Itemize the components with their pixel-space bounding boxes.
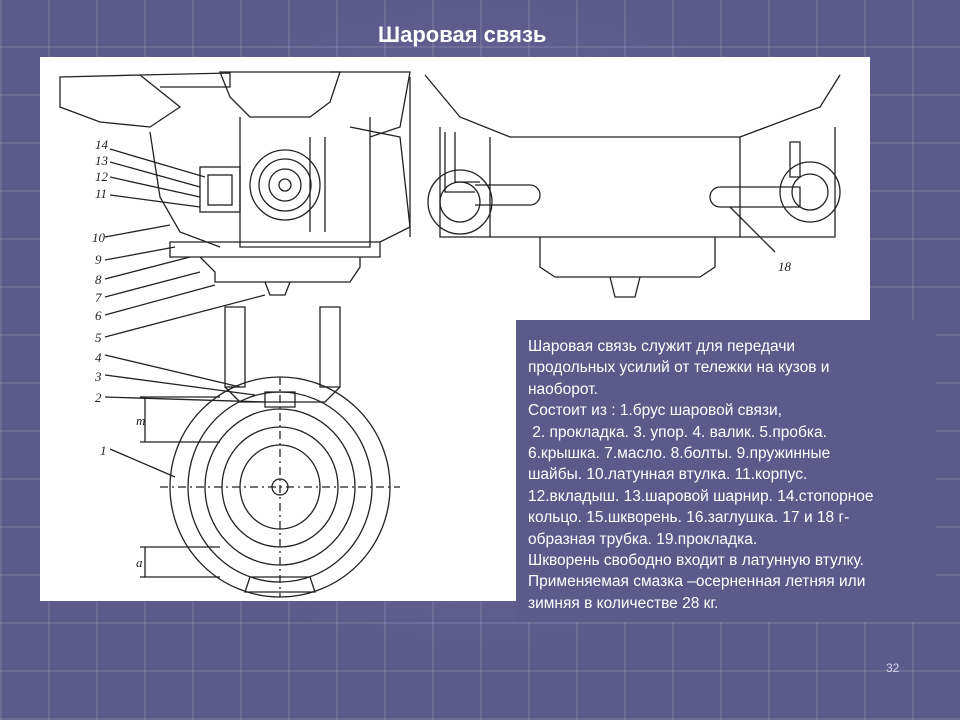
description-line: Шкворень свободно входит в латунную втул… [528,552,864,570]
callout-7: 7 [95,290,102,305]
callout-8: 8 [95,272,102,287]
callout-18: 18 [778,259,792,274]
slide-title: Шаровая связь [378,22,547,47]
description-text: Шаровая связь служит для передачи продол… [528,336,933,614]
description-line: Шаровая связь служит для передачи [528,338,796,355]
description-line: образная трубка. 19.прокладка. [528,530,758,548]
description-line: 12.вкладыш. 13.шаровой шарнир. 14.стопор… [528,487,874,505]
description-line: 6.крышка. 7.масло. 8.болты. 9.пружинные [528,445,831,463]
callout-4: 4 [95,350,102,365]
text-panel [516,320,936,622]
callout-10: 10 [92,230,106,245]
callout-13: 13 [95,153,109,168]
description-line: продольных усилий от тележки на кузов и [528,359,830,377]
description-line: кольцо. 15.шкворень. 16.заглушка. 17 и 1… [528,509,850,527]
description-line: Состоит из : 1.брус шаровой связи, [528,402,782,420]
callout-14: 14 [95,137,109,152]
description-line: наоборот. [528,380,598,398]
callout-2: 2 [95,390,102,405]
callout-11: 11 [95,186,107,201]
description-line: шайбы. 10.латунная втулка. 11.корпус. [528,466,808,484]
dimension-m: m [136,413,145,428]
callout-3: 3 [94,369,102,384]
callout-6: 6 [95,308,102,323]
slide-number: 32 [886,661,900,675]
callout-12: 12 [95,169,109,184]
description-line: зимняя в количестве 28 кг. [528,594,719,612]
callout-9: 9 [95,252,102,267]
dimension-a: a [136,555,143,570]
description-line: Применяемая смазка –осерненная летняя ил… [528,573,866,591]
description-line: 2. прокладка. 3. упор. 4. валик. 5.пробк… [528,423,827,441]
callout-5: 5 [95,330,102,345]
callout-1: 1 [100,443,107,458]
